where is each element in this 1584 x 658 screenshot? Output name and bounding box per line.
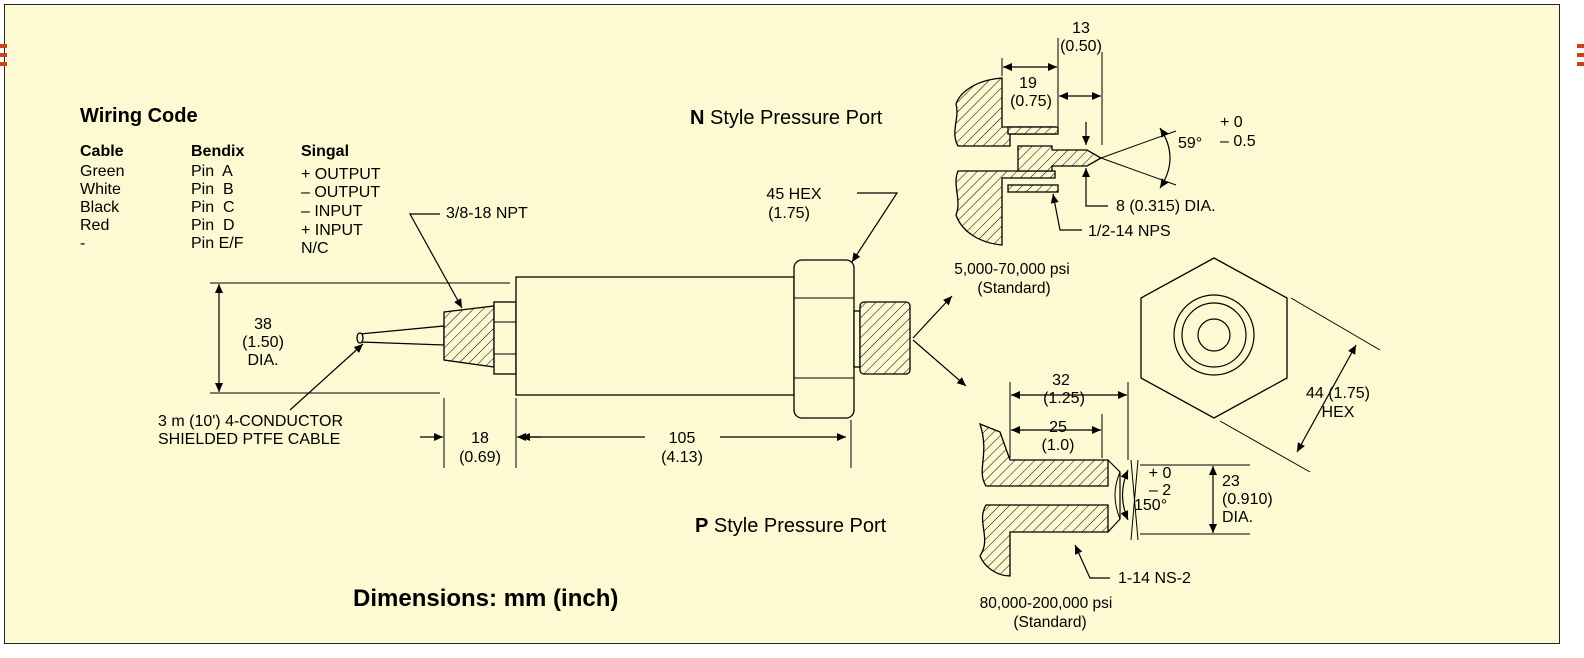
n-style-port-section: N Style Pressure Port 59° + 0 – 0.5 13 (… bbox=[690, 20, 1256, 297]
cable-outline bbox=[359, 325, 445, 346]
dim1-mm: 18 bbox=[471, 430, 489, 447]
right-edge-marker bbox=[1577, 44, 1584, 74]
cable-nut bbox=[493, 301, 517, 375]
npt-label: 3/8-18 NPT bbox=[446, 205, 528, 222]
dim1-in: (0.69) bbox=[459, 449, 501, 466]
p-range: 80,000-200,000 psi bbox=[980, 595, 1113, 612]
cable-cell: Red bbox=[80, 217, 109, 234]
signal-cell: – INPUT bbox=[301, 203, 363, 220]
n-dia-label: 8 (0.315) DIA. bbox=[1116, 198, 1216, 215]
n-d13-in: (0.50) bbox=[1060, 38, 1102, 55]
hex-end-view: 44 (1.75) HEX bbox=[1140, 257, 1381, 473]
n-d19-in: (0.75) bbox=[1010, 93, 1052, 110]
dia-suffix: DIA. bbox=[247, 352, 278, 369]
p-tol-plus: + 0 bbox=[1149, 465, 1172, 482]
signal-cell: + OUTPUT bbox=[301, 166, 381, 183]
bendix-cell: Pin D bbox=[191, 217, 235, 234]
p-d23-in: (0.910) bbox=[1222, 491, 1273, 508]
p-d23-mm: 23 bbox=[1222, 473, 1240, 490]
hex-dim-line2: HEX bbox=[1322, 404, 1355, 421]
bendix-cell: Pin E/F bbox=[191, 235, 244, 252]
n-range: 5,000-70,000 psi bbox=[954, 261, 1069, 278]
hex-in: (1.75) bbox=[768, 205, 810, 222]
dim2-in: (4.13) bbox=[661, 449, 703, 466]
cable-cell: Black bbox=[80, 199, 120, 216]
n-d13-mm: 13 bbox=[1072, 20, 1090, 37]
p-range-note: (Standard) bbox=[1013, 614, 1086, 631]
signal-cell: + INPUT bbox=[301, 222, 363, 239]
n-d19-mm: 19 bbox=[1019, 75, 1037, 92]
cable-cell: - bbox=[80, 235, 85, 252]
cable-end bbox=[356, 332, 364, 344]
p-style-port-section: P Style Pressure Port + 0 – 2 150° 32 (1… bbox=[695, 372, 1273, 631]
n-angle: 59° bbox=[1178, 135, 1202, 152]
signal-cell: N/C bbox=[301, 240, 329, 257]
p-angle: 150° bbox=[1134, 497, 1167, 514]
n-tol-minus: – 0.5 bbox=[1220, 133, 1256, 150]
n-range-note: (Standard) bbox=[977, 280, 1050, 297]
transducer-side-view: 38 (1.50) DIA. 3/8-18 NPT 3 m (10') 4-CO… bbox=[158, 186, 967, 468]
bendix-cell: Pin B bbox=[191, 181, 234, 198]
transducer-body bbox=[515, 276, 795, 396]
dim2-mm: 105 bbox=[669, 430, 696, 447]
hex-dim-line1: 44 (1.75) bbox=[1306, 385, 1370, 402]
col-bendix-header: Bendix bbox=[191, 143, 244, 160]
wiring-code-table: Wiring Code Cable Bendix Singal Green Wh… bbox=[80, 105, 381, 257]
main-hex bbox=[793, 259, 855, 419]
p-d23-suffix: DIA. bbox=[1222, 509, 1253, 526]
p-port-title: P Style Pressure Port bbox=[695, 515, 887, 537]
col-cable-header: Cable bbox=[80, 143, 124, 160]
signal-cell: – OUTPUT bbox=[301, 184, 380, 201]
bendix-cell: Pin C bbox=[191, 199, 235, 216]
cable-label-line1: 3 m (10') 4-CONDUCTOR bbox=[158, 413, 343, 430]
p-d32-in: (1.25) bbox=[1043, 390, 1085, 407]
hex-outline bbox=[1140, 257, 1288, 419]
p-thread-label: 1-14 NS-2 bbox=[1118, 570, 1191, 587]
bendix-cell: Pin A bbox=[191, 163, 233, 180]
cable-cell: White bbox=[80, 181, 121, 198]
left-edge-marker bbox=[0, 44, 7, 74]
n-tol-plus: + 0 bbox=[1220, 114, 1243, 131]
p-d32-mm: 32 bbox=[1052, 372, 1070, 389]
p-d25-in: (1.0) bbox=[1042, 437, 1075, 454]
p-d25-mm: 25 bbox=[1049, 419, 1067, 436]
cable-cell: Green bbox=[80, 163, 124, 180]
cable-gland bbox=[443, 305, 495, 368]
pressure-port-boss bbox=[859, 301, 911, 375]
hex-mm: 45 HEX bbox=[766, 186, 821, 203]
n-nps-label: 1/2-14 NPS bbox=[1088, 223, 1171, 240]
p-tol-minus: – 2 bbox=[1149, 482, 1171, 499]
col-signal-header: Singal bbox=[301, 143, 349, 160]
wiring-code-title: Wiring Code bbox=[80, 105, 198, 127]
dimensions-note: Dimensions: mm (inch) bbox=[353, 585, 618, 612]
n-port-title: N Style Pressure Port bbox=[690, 107, 883, 129]
dia-in: (1.50) bbox=[242, 334, 284, 351]
cable-label-line2: SHIELDED PTFE CABLE bbox=[158, 431, 340, 448]
dia-mm: 38 bbox=[254, 316, 272, 333]
